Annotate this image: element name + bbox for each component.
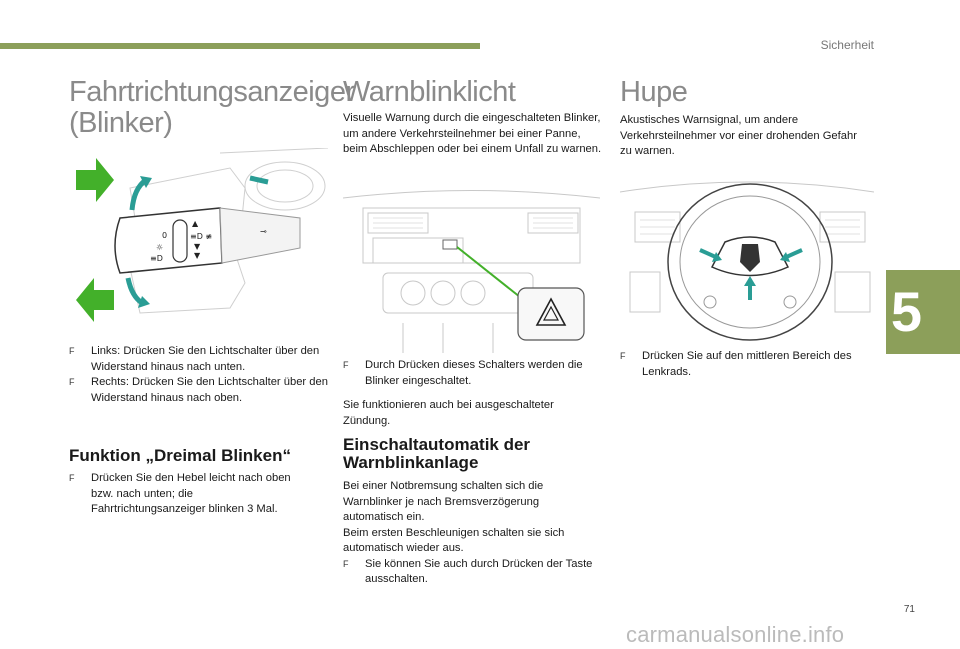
watermark: carmanualsonline.info [626,622,845,647]
bullet-marker-icon: F [620,351,626,361]
bullet-marker-icon: F [343,558,349,569]
svg-text:▼: ▼ [194,251,201,260]
stalk-illustration: 0 ☼ ≡D ▲ ≡D ≢ ▼ ▼ ⊸ [70,148,328,326]
svg-text:▲: ▲ [192,219,199,228]
bullet-marker-icon: F [343,360,349,370]
subtitle-dreimal: Funktion „Dreimal Blinken“ [69,446,291,465]
svg-text:≡D ≢: ≡D ≢ [190,232,212,241]
title-blinker-line2: (Blinker) [69,107,173,139]
steering-wheel-illustration [620,172,874,344]
automatik-p1: Bei einer Notbremsung schalten sich die … [343,480,544,523]
chapter-tab [886,270,960,354]
warnblink-intro: Visuelle Warnung durch die eingeschaltet… [343,112,602,155]
subtitle-einschaltautomatik: Einschaltautomatik der Warnblinkanlage [343,435,531,472]
arrow-right-icon [76,158,114,202]
chapter-number: 5 [890,280,922,343]
zuendung-note: Sie funktionieren auch bei ausgeschaltet… [343,399,554,427]
page-number: 71 [903,604,915,615]
automatik-text: Bei einer Notbremsung schalten sich die … [343,479,598,588]
peugeot-logo-icon [740,244,760,272]
svg-text:⊸: ⊸ [260,227,267,236]
svg-text:☼: ☼ [156,243,163,252]
arrow-left-icon [76,278,114,322]
title-warnblinklicht: Warnblinklicht [343,76,516,108]
bullet-marker-icon: F [69,346,75,356]
header-bar [0,43,480,49]
dashboard-illustration [343,183,600,353]
bullet-marker-icon: F [69,377,75,387]
section-label: Sicherheit [820,38,874,52]
automatik-p2: Beim ersten Beschleunigen schalten sie s… [343,526,565,555]
title-blinker: Fahrtrichtungsanzeiger (Blinker) [69,77,355,139]
svg-text:≡D: ≡D [150,254,163,263]
bullet-marker-icon: F [69,473,75,483]
title-hupe: Hupe [620,76,688,108]
title-blinker-line1: Fahrtrichtungsanzeiger [69,76,355,108]
svg-text:▼: ▼ [194,242,201,251]
svg-text:0: 0 [162,231,167,240]
hupe-intro: Akustisches Warnsignal, um andere Verkeh… [620,114,857,157]
hazard-triangle-icon [535,297,567,326]
